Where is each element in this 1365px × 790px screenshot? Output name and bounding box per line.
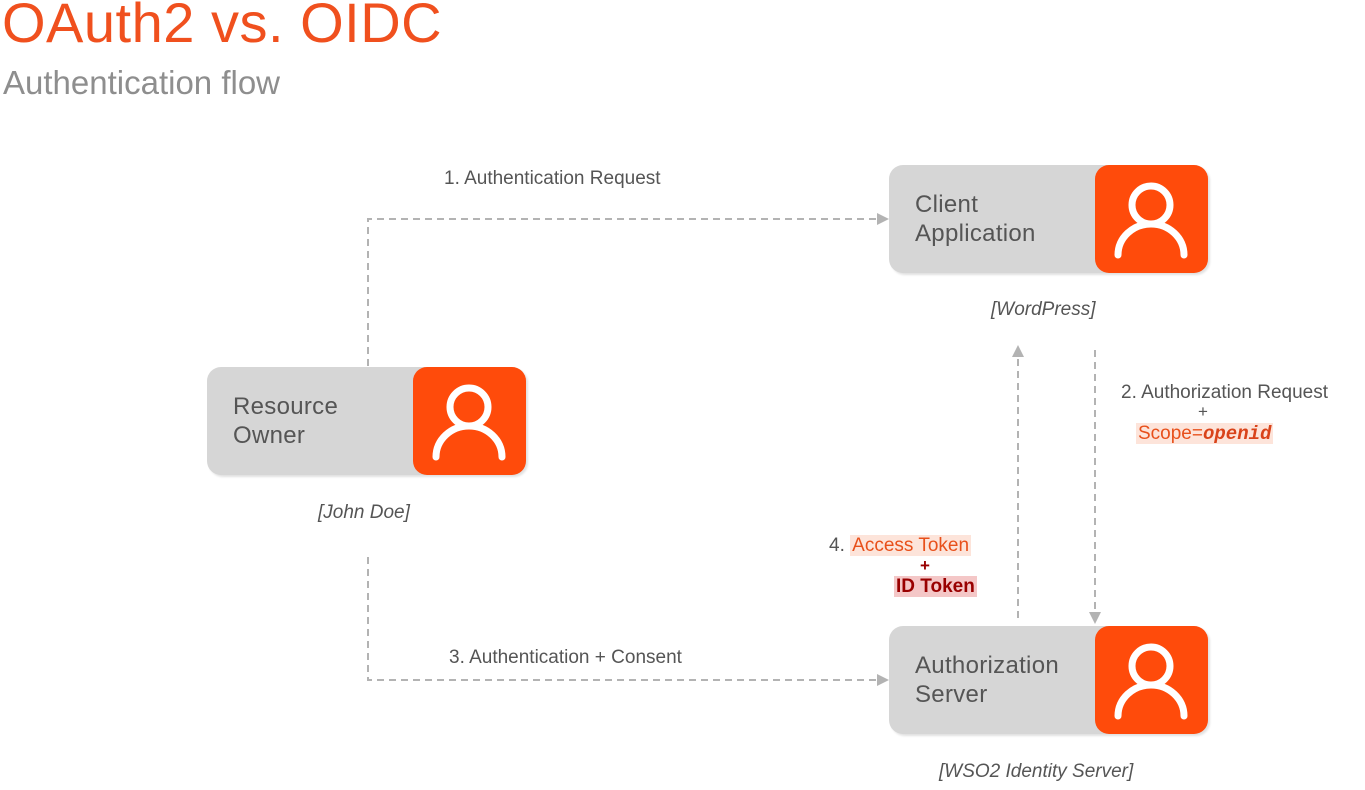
scope-parameter: Scope=openid	[1136, 423, 1274, 445]
step2-label: 2. Authorization Request	[1121, 382, 1329, 403]
authorization-server-node: Authorization Server	[889, 626, 1208, 734]
step2-plus: +	[1198, 402, 1208, 421]
resource-owner-label: Resource Owner	[233, 393, 339, 449]
client-application-caption: [WordPress]	[991, 299, 1096, 320]
resource-owner-node: Resource Owner	[207, 367, 526, 475]
step4-id-token: ID Token	[894, 576, 977, 598]
authorization-server-caption: [WSO2 Identity Server]	[939, 761, 1134, 782]
step4-label: 4. Access Token	[829, 535, 972, 556]
step1-label: 1. Authentication Request	[444, 168, 661, 189]
scope-value: openid	[1202, 423, 1272, 445]
arrow-authentication-request	[367, 213, 889, 366]
user-icon	[1095, 626, 1208, 734]
step3-label: 3. Authentication + Consent	[449, 647, 682, 668]
step4-plus: +	[920, 556, 930, 575]
step2-scope: Scope=openid	[1136, 423, 1274, 445]
client-application-node: Client Application	[889, 165, 1208, 273]
resource-owner-caption: [John Doe]	[318, 502, 410, 523]
id-token-label: ID Token	[894, 576, 977, 597]
access-token-label: Access Token	[850, 535, 972, 556]
page-title: OAuth2 vs. OIDC	[2, 0, 443, 54]
client-application-label: Client Application	[915, 191, 1036, 247]
authorization-server-label: Authorization Server	[915, 652, 1059, 708]
arrow-authentication-consent	[367, 557, 889, 686]
user-icon	[1095, 165, 1208, 273]
user-icon	[413, 367, 526, 475]
page-subtitle: Authentication flow	[3, 64, 281, 101]
